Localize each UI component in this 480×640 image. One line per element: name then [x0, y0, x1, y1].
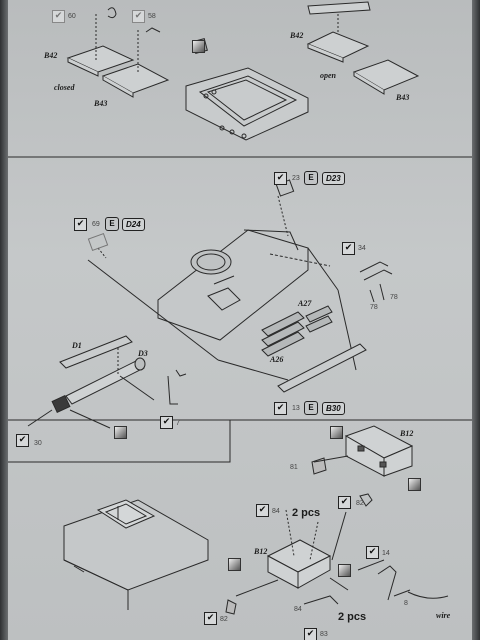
step-check-box-83[interactable]: ✔ [304, 628, 317, 640]
page-shadow-right [472, 0, 480, 640]
hull-top-part [185, 67, 309, 141]
label-8: 8 [404, 600, 408, 607]
step-number-58: 58 [148, 13, 156, 20]
label-b43-right: B43 [396, 93, 410, 102]
label-78-b: 78 [370, 304, 378, 311]
pe-icon-d24: E [105, 217, 119, 231]
hatch-open-group [306, 31, 420, 95]
hatch-closed-group [66, 45, 170, 98]
step-check-box-30[interactable]: ✔ [16, 434, 29, 447]
step-number-23: 23 [292, 175, 300, 182]
quantity-2pcs-bottom: 2 pcs [338, 611, 367, 623]
step-check-box-84[interactable]: ✔ [256, 504, 269, 517]
step-check-box-82-top[interactable]: ✔ [338, 496, 351, 509]
pe-part-indicator-30 [114, 426, 127, 439]
step-number-14: 14 [382, 550, 390, 557]
label-81: 81 [290, 464, 298, 471]
label-b42-right: B42 [290, 31, 304, 40]
step-number-30: 30 [34, 440, 42, 447]
label-closed: closed [54, 83, 75, 92]
label-78-a: 78 [390, 294, 398, 301]
label-open: open [320, 71, 336, 80]
label-b12-bottom: B12 [254, 547, 268, 556]
step-check-box-34[interactable]: ✔ [342, 242, 355, 255]
step-number-83: 83 [320, 631, 328, 638]
box-b12-bottom [266, 539, 332, 589]
step-check-box-7[interactable]: ✔ [160, 416, 173, 429]
pe-icon-b30: E [304, 401, 318, 415]
step-number-7: 7 [176, 420, 180, 427]
assembly-drawing [8, 1, 472, 615]
pe-icon-d23: E [304, 171, 318, 185]
pe-part-indicator-left [228, 558, 241, 571]
step-number-60: 60 [68, 13, 76, 20]
step-check-box-69[interactable]: ✔ [74, 218, 87, 231]
label-d3: D3 [138, 349, 148, 358]
box-b12-top [344, 425, 414, 477]
part-tag-b30: B30 [322, 402, 345, 415]
step-check-box-82-bottom[interactable]: ✔ [204, 612, 217, 625]
step-number-34: 34 [358, 245, 366, 252]
label-b12-top: B12 [400, 429, 414, 438]
step-check-box-60[interactable]: ✔ [52, 10, 65, 23]
step-check-box-58[interactable]: ✔ [132, 10, 145, 23]
pe-part-indicator-top [192, 40, 205, 53]
part-tag-d24: D24 [122, 218, 145, 231]
label-a26: A26 [270, 355, 284, 364]
label-a27: A27 [298, 299, 312, 308]
step-number-82-top: 82 [356, 500, 364, 507]
label-d1: D1 [72, 341, 82, 350]
page-shadow-left [0, 0, 8, 640]
step-number-84: 84 [272, 508, 280, 515]
label-b43-left: B43 [94, 99, 108, 108]
step-number-69: 69 [92, 221, 100, 228]
pe-part-indicator-b12-side [408, 478, 421, 491]
step-number-13: 13 [292, 405, 300, 412]
quantity-2pcs-top: 2 pcs [292, 507, 321, 519]
label-wire: wire [436, 611, 451, 620]
label-84-bottom: 84 [294, 606, 302, 613]
label-b42-left: B42 [44, 51, 58, 60]
step-check-box-14[interactable]: ✔ [366, 546, 379, 559]
pe-part-indicator-b12 [330, 426, 343, 439]
track-links [261, 305, 333, 357]
pe-part-indicator-right [338, 564, 351, 577]
step-check-box-23[interactable]: ✔ [274, 172, 287, 185]
instruction-sheet: ✔ 60 ✔ 58 B42 closed B43 B42 open B43 ✔ … [8, 0, 472, 640]
part-tag-d23: D23 [322, 172, 345, 185]
step-number-82-bottom: 82 [220, 616, 228, 623]
section-divider-3 [8, 420, 231, 463]
step-check-box-13[interactable]: ✔ [274, 402, 287, 415]
